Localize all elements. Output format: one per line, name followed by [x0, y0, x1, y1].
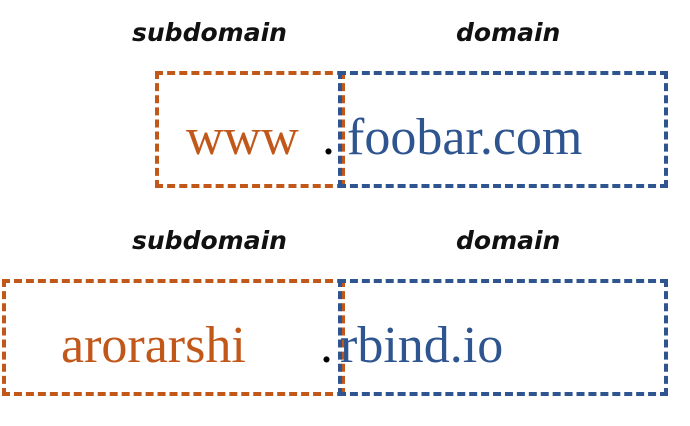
subdomain-box [155, 71, 345, 188]
separator-dot: . [320, 317, 333, 374]
subdomain-box [2, 279, 345, 396]
subdomain-text: arorarshi [61, 317, 246, 374]
subdomain-text: www [186, 109, 299, 166]
subdomain-label: subdomain [132, 18, 287, 47]
domain-text: rbind.io [340, 317, 504, 374]
subdomain-label: subdomain [132, 226, 287, 255]
domain-box [338, 71, 668, 188]
domain-text: foobar.com [347, 109, 583, 166]
domain-label: domain [456, 18, 561, 47]
domain-label: domain [456, 226, 561, 255]
domain-box [338, 279, 668, 396]
separator-dot: . [322, 109, 335, 166]
